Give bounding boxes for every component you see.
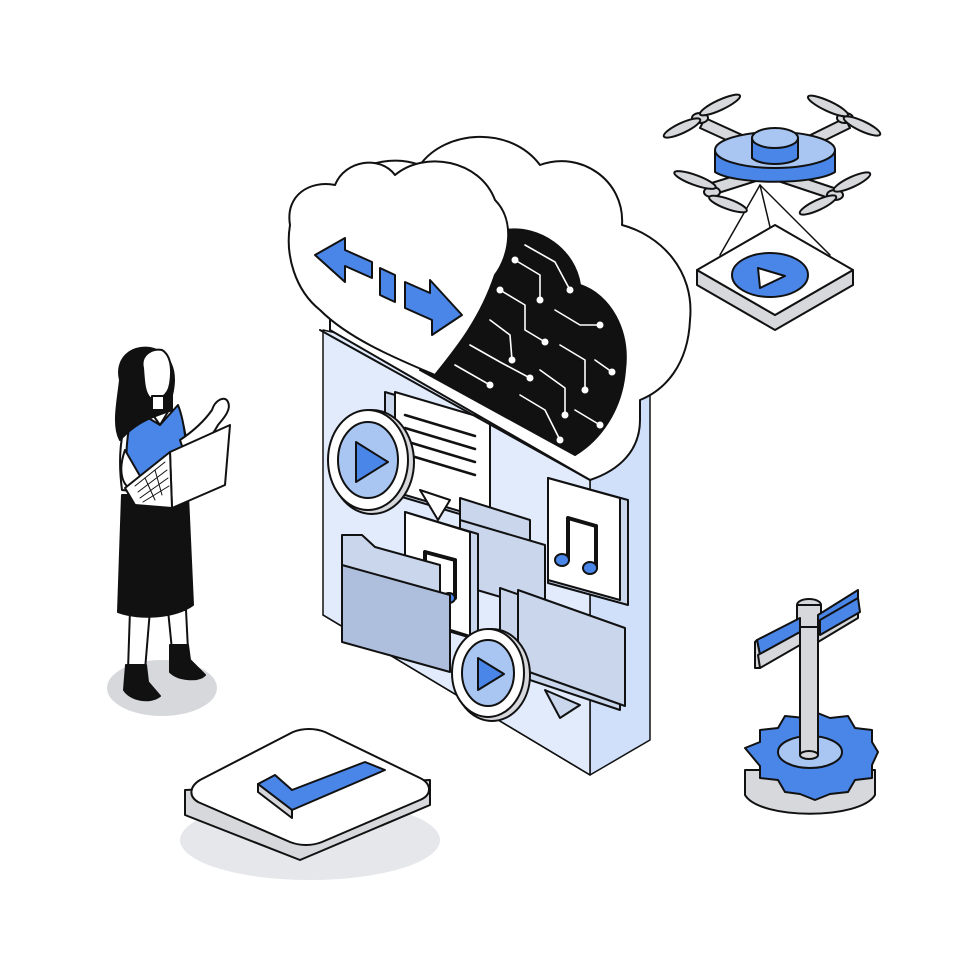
play-icon [757,267,786,289]
laptop-icon [124,424,231,509]
drone-icon [662,93,882,331]
play-icon [477,657,505,691]
cloud-icon [287,135,692,481]
music-card-right [547,477,629,606]
signpost-gear-icon [744,589,879,815]
drone-play-tile [696,224,854,331]
transfer-arrows-icon [314,237,463,336]
circuit-nodes [486,256,616,444]
person-with-laptop [107,346,231,716]
circuit-icon [454,244,613,441]
document-lines-icon [403,413,477,477]
play-circle-lower [451,628,531,722]
checkmark-tile [180,728,440,880]
laptop-keyboard [134,461,170,503]
music-note-icon [554,516,598,575]
folder-back [459,497,546,611]
folder-icon [341,534,451,673]
play-circle-upper [327,409,415,515]
play-icon [355,441,389,483]
